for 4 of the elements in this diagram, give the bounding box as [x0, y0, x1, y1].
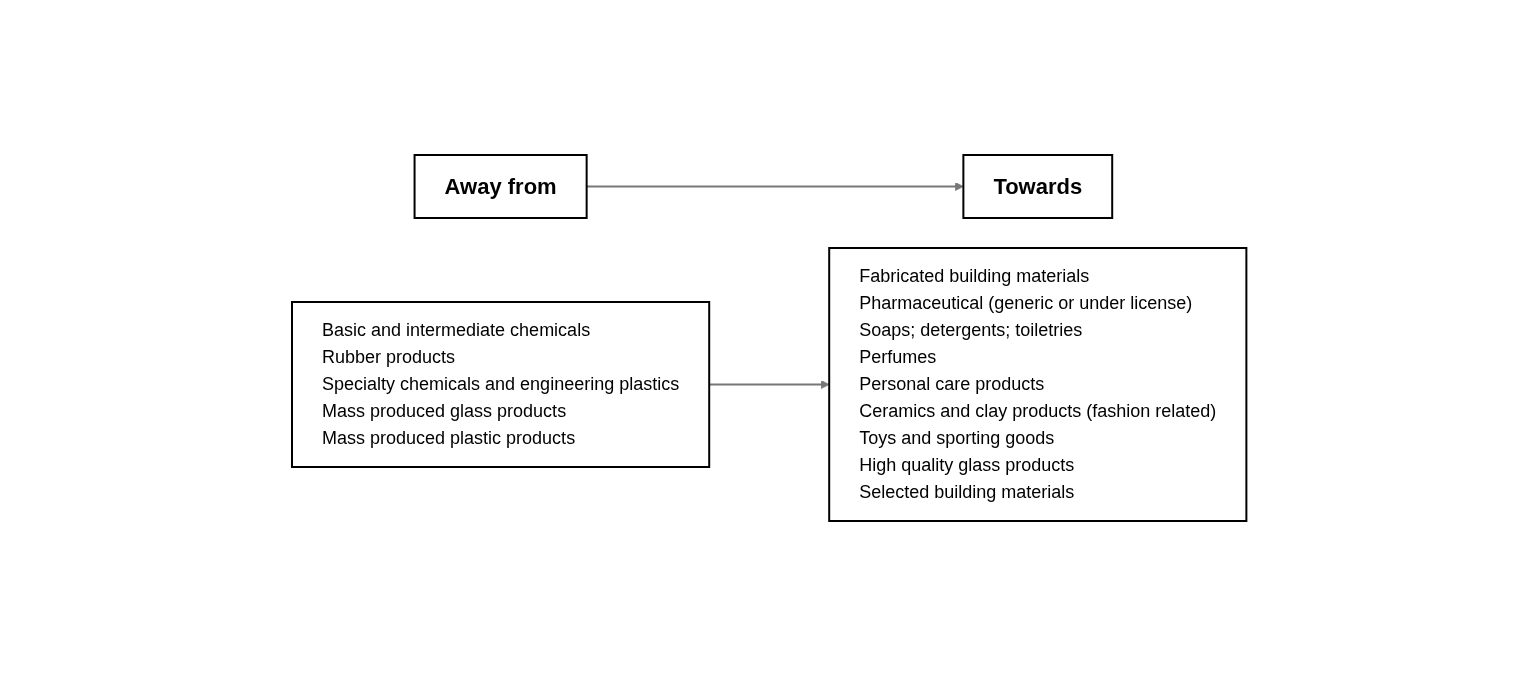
node-box: Basic and intermediate chemicals Rubber products Specialty chemicals and engineering plastics Mass produced glass products Mass produced plastic products [291, 300, 711, 468]
node-box: Towards [962, 153, 1114, 219]
node-box: Away from [413, 153, 588, 219]
node-box: Fabricated building materials Pharmaceutical (generic or under license) Soaps; detergents; toiletries Perfumes Personal care products Ceramics and clay products (fashion related) Toys and sporting goods High quality glass products Selected building materials [828, 246, 1248, 522]
